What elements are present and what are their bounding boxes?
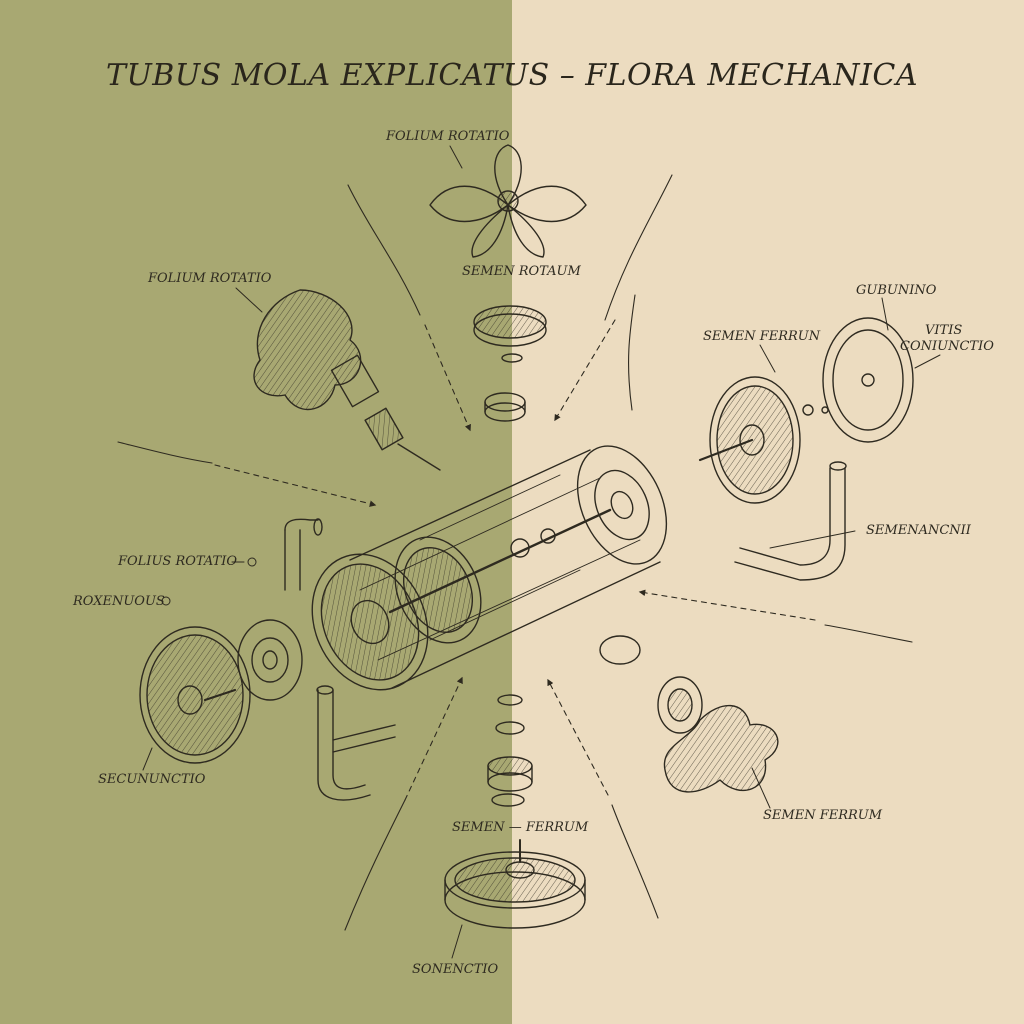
- left-pipe-lower: [317, 686, 395, 800]
- lower-gear-stack: [488, 695, 532, 806]
- right-pipe: [735, 462, 846, 580]
- upper-left-foliage: [254, 290, 440, 470]
- label-leaders: [143, 146, 940, 958]
- left-ring: [238, 620, 302, 700]
- diagram-title: TUBUS MOLA EXPLICATUS – FLORA MECHANICA: [106, 58, 918, 93]
- decorative-twigs: [118, 175, 912, 930]
- label-vitis-line2: CONIUNCTIO: [900, 339, 994, 354]
- gubernino-ring: [823, 318, 913, 442]
- bottom-turbine: [445, 840, 585, 928]
- left-pipe-upper: [285, 519, 322, 590]
- left-fan-wheel: [140, 627, 250, 763]
- central-cylinder: [291, 432, 683, 708]
- label-gubernino: GUBUNINO: [856, 283, 937, 298]
- label-folium-left: FOLIUM ROTATIO: [148, 271, 272, 286]
- lower-right-cartridge: [600, 636, 778, 792]
- label-semen-ferrum-upper: SEMEN FERRUN: [703, 329, 821, 344]
- label-semenancnii: SEMENANCNII: [866, 523, 971, 538]
- label-semen-ferrum-right: SEMEN FERRUM: [763, 808, 883, 823]
- label-semen-ferrum-center: SEMEN — FERRUM: [452, 820, 589, 835]
- left-olive-panel: [0, 0, 512, 1024]
- label-sonenctio: SONENCTIO: [412, 962, 499, 977]
- label-vitis-line1: VITIS: [925, 323, 963, 338]
- label-roxenuous: ROXENUOUS: [73, 594, 165, 609]
- dashed-leaders: [215, 320, 815, 800]
- right-rotor-disc: [700, 377, 828, 503]
- label-secunnctio: SECUNUNCTIO: [98, 772, 206, 787]
- label-folius-rotatio: FOLIUS ROTATIO: [118, 554, 237, 569]
- upper-gear-stack: [474, 306, 546, 421]
- label-folium-top: FOLIUM ROTATIO: [386, 129, 510, 144]
- top-flower: [430, 145, 586, 257]
- label-semen-rotatum: SEMEN ROTAUM: [462, 264, 581, 279]
